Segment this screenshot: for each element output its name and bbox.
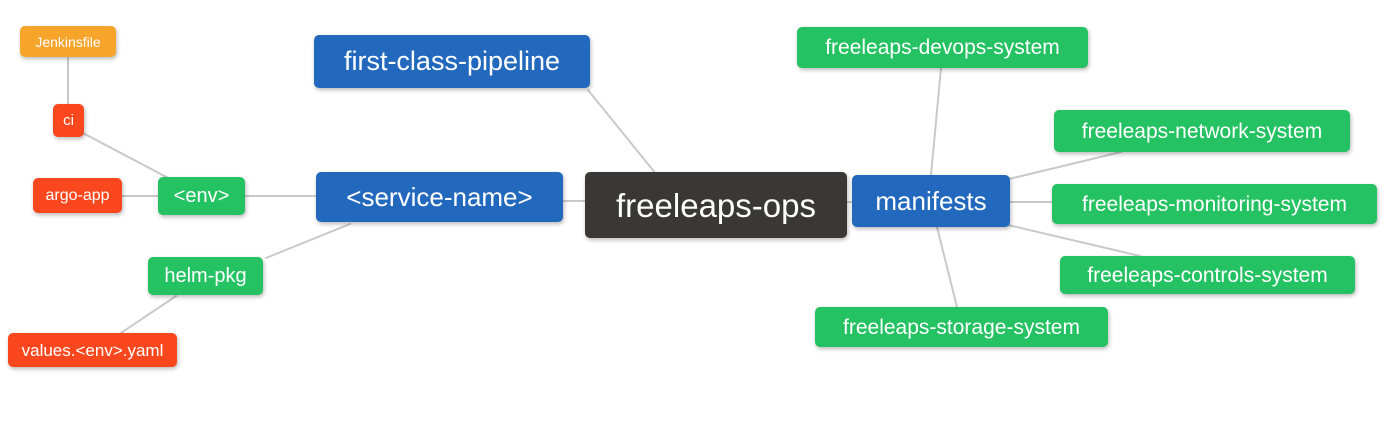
node-freeleaps-storage-system[interactable]: freeleaps-storage-system xyxy=(815,307,1108,347)
node-service-name[interactable]: <service-name> xyxy=(316,172,563,222)
node-first-class-pipeline[interactable]: first-class-pipeline xyxy=(314,35,590,88)
edge-manifests-freeleaps-storage-system xyxy=(936,226,958,308)
edge-helm-pkg-values-env-yaml xyxy=(120,295,177,334)
node-freeleaps-controls-system[interactable]: freeleaps-controls-system xyxy=(1060,256,1355,294)
node-values-env-yaml[interactable]: values.<env>.yaml xyxy=(8,333,177,367)
node-ci[interactable]: ci xyxy=(53,104,84,137)
node-freeleaps-ops[interactable]: freeleaps-ops xyxy=(585,172,847,238)
node-helm-pkg[interactable]: helm-pkg xyxy=(148,257,263,295)
edge-first-class-pipeline-freeleaps-ops xyxy=(587,89,657,175)
node-manifests[interactable]: manifests xyxy=(852,175,1010,227)
edge-service-name-helm-pkg xyxy=(265,223,351,259)
edge-manifests-freeleaps-devops-system xyxy=(930,67,942,176)
edge-manifests-freeleaps-network-system xyxy=(1008,151,1122,180)
node-argo-app[interactable]: argo-app xyxy=(33,178,122,213)
node-freeleaps-monitoring-system[interactable]: freeleaps-monitoring-system xyxy=(1052,184,1377,224)
node-env[interactable]: <env> xyxy=(158,177,245,215)
edge-manifests-freeleaps-controls-system xyxy=(1007,224,1141,257)
node-freeleaps-devops-system[interactable]: freeleaps-devops-system xyxy=(797,27,1088,68)
edge-ci-env xyxy=(78,130,173,181)
node-jenkinsfile[interactable]: Jenkinsfile xyxy=(20,26,116,57)
node-freeleaps-network-system[interactable]: freeleaps-network-system xyxy=(1054,110,1350,152)
